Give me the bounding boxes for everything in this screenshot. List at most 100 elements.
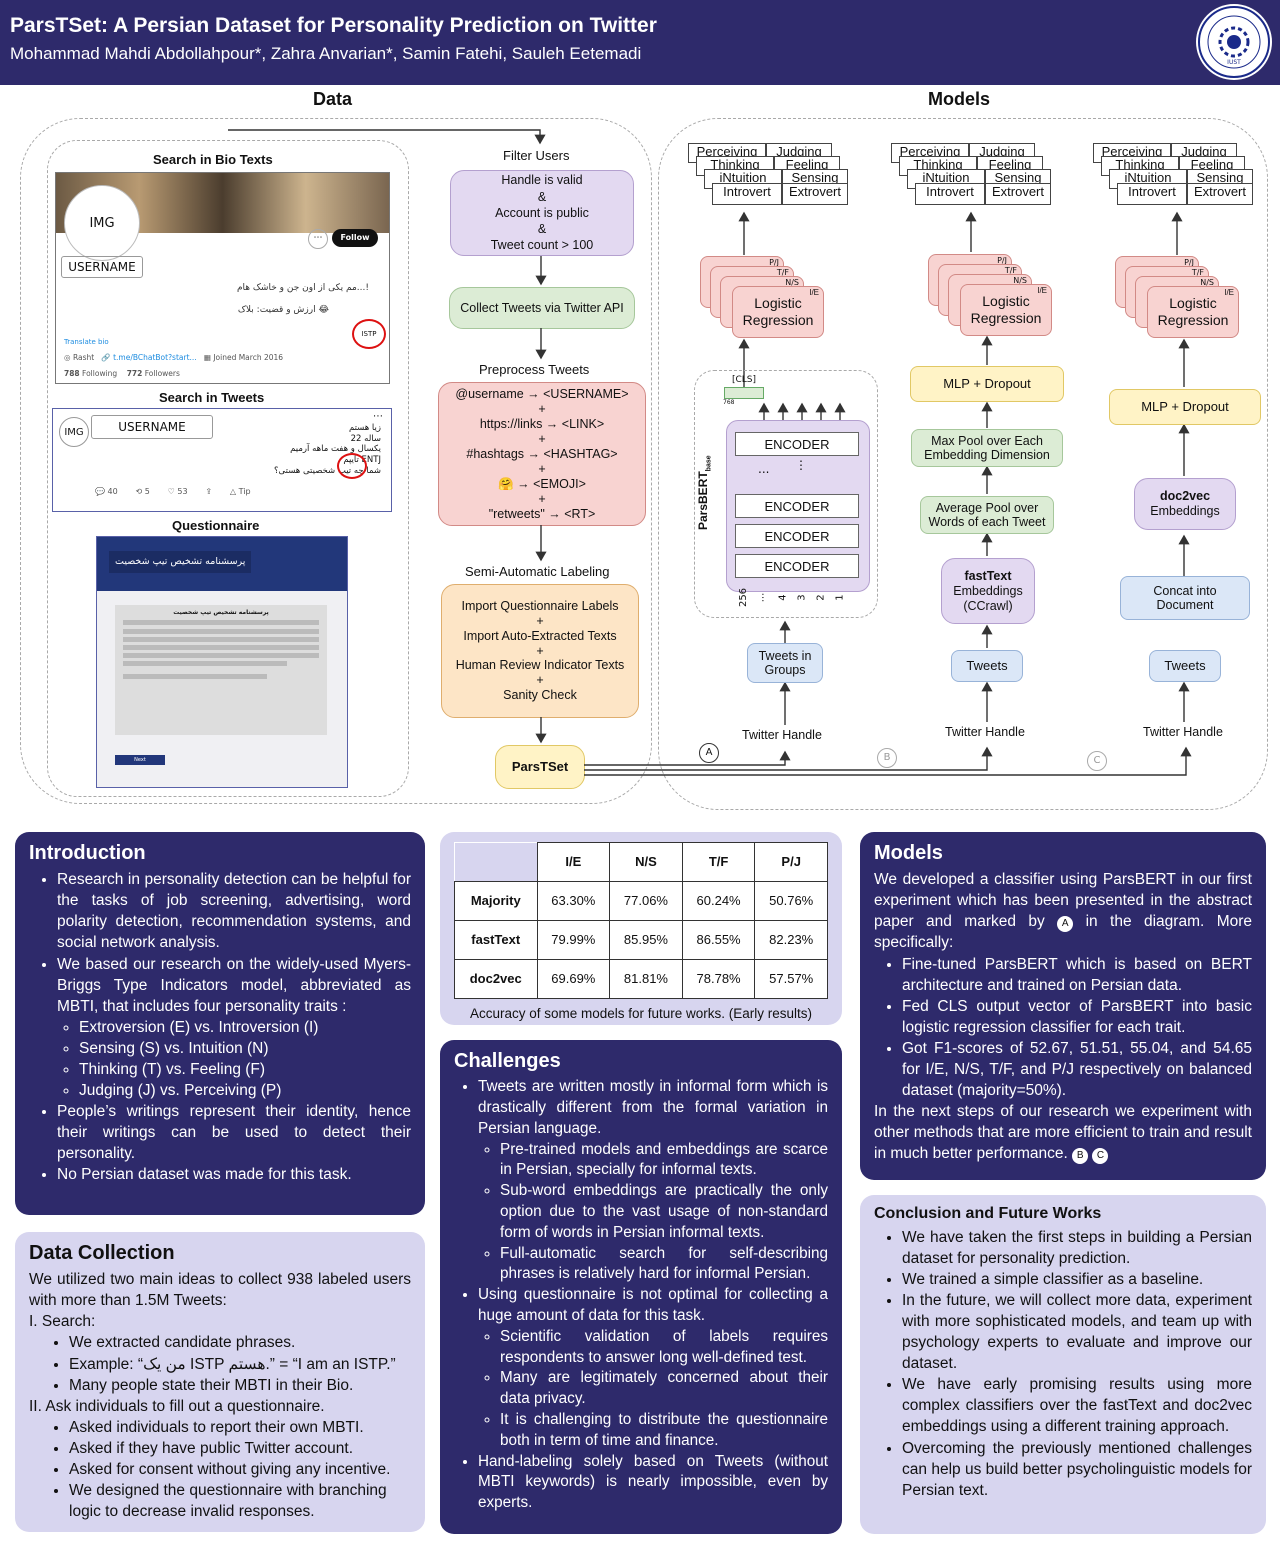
row-label: doc2vec — [454, 959, 538, 999]
marker-a: A — [699, 743, 719, 763]
lr-text-1: Logistic — [754, 295, 802, 312]
table-cell: 79.99% — [536, 920, 611, 960]
more-icon[interactable]: ⋯ — [308, 229, 328, 249]
avgpool-line-2: Words of each Tweet — [928, 515, 1046, 529]
lr-label-ie: I/E — [809, 288, 819, 297]
tip-icon[interactable]: △ — [229, 487, 239, 496]
models-intro-text-2: in the diagram. More specifically: — [874, 913, 1253, 952]
tweets-groups-line-1: Tweets in — [758, 648, 812, 663]
encoder-1: ENCODER — [735, 432, 859, 456]
filter-line-2: & — [537, 189, 547, 204]
like-icon[interactable]: ♡ — [167, 487, 178, 496]
challenge-2-sub-3: It is challenging to distribute the ques… — [500, 1410, 828, 1452]
twitter-handle-a: Twitter Handle — [742, 728, 822, 742]
search-tweets-title: Search in Tweets — [159, 390, 265, 405]
translate-bio-link[interactable]: Translate bio — [64, 338, 109, 346]
models-frame — [658, 118, 1268, 810]
table-cell: 77.06% — [609, 881, 683, 921]
models-section-title: Models — [928, 89, 991, 109]
avgpool-line-1: Average Pool over — [935, 500, 1039, 515]
filter-line-4: & — [537, 222, 547, 237]
questionnaire-body: پرسشنامه تشخیص تیپ شخصیت — [115, 605, 327, 735]
models-outro-text: In the next steps of our research we exp… — [874, 1103, 1252, 1163]
table-header-pj: P/J — [754, 842, 828, 882]
pre-line-2: + — [538, 401, 546, 416]
lr-text-2: Regression — [742, 312, 814, 328]
encoder-3: ENCODER — [735, 524, 859, 548]
location-icon: ◎ — [64, 353, 73, 362]
table-row: Majority 63.30% 77.06% 60.24% 50.76% — [454, 881, 828, 921]
lr-card-ie: I/E Logistic Regression — [1147, 286, 1239, 338]
models-card-title: Models — [874, 842, 943, 864]
marker-b-inline: B — [1072, 1148, 1089, 1165]
trait-jp: Judging (J) vs. Perceiving (P) — [79, 1080, 411, 1101]
intro-bullet-4: No Persian dataset was made for this tas… — [57, 1164, 411, 1185]
questionnaire-next-button[interactable]: Next — [115, 755, 165, 765]
fasttext-line-1: fastText — [964, 568, 1012, 583]
ask-item-1: Asked individuals to report their own MB… — [69, 1417, 411, 1438]
pre-line-4: + — [538, 431, 546, 446]
traits-stack-a: Perceiving Judging Thinking Feeling iNtu… — [688, 143, 848, 209]
trait-sn: Sensing (S) vs. Intuition (N) — [79, 1038, 411, 1059]
follow-button[interactable]: Follow — [332, 229, 378, 247]
search-item-3: Many people state their MBTI in their Bi… — [69, 1375, 411, 1396]
introduction-card: Introduction Research in personality det… — [15, 832, 425, 1215]
poster-title: ParsTSet: A Persian Dataset for Personal… — [10, 14, 657, 37]
tweet-more-icon[interactable]: ⋯ — [373, 411, 383, 422]
table-header-row: I/E N/S T/F P/J — [454, 842, 828, 882]
tweet-username: USERNAME — [91, 415, 213, 439]
trait-tf: Thinking (T) vs. Feeling (F) — [79, 1059, 411, 1080]
conclusion-item-4: We have early promising results using mo… — [902, 1374, 1252, 1437]
marker-b: B — [877, 748, 897, 768]
followers-count: 772 — [126, 369, 143, 378]
profile-link[interactable]: t.me/BChatBot?start... — [113, 353, 197, 362]
conclusion-item-1: We have taken the first steps in buildin… — [902, 1227, 1252, 1269]
models-intro-text: We developed a classifier using ParsBERT… — [874, 871, 1252, 931]
lr-text-2: Regression — [970, 310, 1042, 326]
ask-item-4: We designed the questionnaire with branc… — [69, 1480, 411, 1522]
introduction-title: Introduction — [29, 842, 146, 864]
pre-line-8: + — [538, 491, 546, 506]
tweets-box-b: Tweets — [951, 650, 1023, 682]
marker-c: C — [1087, 751, 1107, 771]
collect-tweets-box: Collect Tweets via Twitter API — [449, 287, 635, 329]
lr-label-ns: N/S — [1200, 278, 1214, 287]
search-item-2: Example: “من یک ISTP هستم.” = “I am an I… — [69, 1354, 411, 1375]
filter-users-title: Filter Users — [503, 148, 570, 163]
table-cell: 86.55% — [681, 920, 756, 960]
poster-header: ParsTSet: A Persian Dataset for Personal… — [0, 0, 1280, 85]
pos-256: 256 — [738, 587, 750, 608]
concat-line-2: Document — [1156, 598, 1214, 612]
tweets-box-c: Tweets — [1149, 650, 1221, 682]
pre-line-5: #hashtags → <HASHTAG> — [466, 446, 618, 461]
lr-label-pj: P/J — [769, 258, 779, 267]
fasttext-line-2: Embeddings — [953, 583, 1023, 598]
lr-label-ie: I/E — [1037, 286, 1047, 295]
retweet-icon[interactable]: ⟲ — [135, 487, 145, 496]
filter-line-1: Handle is valid — [501, 173, 583, 188]
lr-label-pj: P/J — [997, 256, 1007, 265]
challenge-2-sub-1: Scientific validation of labels requires… — [500, 1327, 828, 1369]
fasttext-box: fastText Embeddings (CCrawl) — [941, 558, 1035, 624]
questionnaire-inner-title: پرسشنامه تشخیص تیپ شخصیت — [173, 609, 269, 616]
maxpool-line-1: Max Pool over Each — [931, 433, 1043, 448]
intro-bullet-1: Research in personality detection can be… — [57, 869, 411, 953]
poster-authors: Mohammad Mahdi Abdollahpour*, Zahra Anva… — [10, 44, 642, 63]
lr-label-pj: P/J — [1184, 258, 1194, 267]
label-line-3: Import Auto-Extracted Texts — [463, 628, 617, 643]
tweet-line-2: 22 ساله — [350, 433, 381, 444]
avatar: IMG — [64, 185, 140, 261]
lr-stack-a: P/J T/F N/S I/E Logistic Regression — [700, 256, 830, 338]
encoder-4: ENCODER — [735, 554, 859, 578]
challenge-3: Hand-labeling solely based on Tweets (wi… — [478, 1452, 828, 1514]
cls-dim-label: 768 — [723, 399, 735, 406]
reply-icon[interactable]: 💬 — [95, 487, 108, 496]
table-row: doc2vec 69.69% 81.81% 78.78% 57.57% — [454, 959, 828, 999]
pos-4: 4 — [777, 594, 789, 601]
tweet-line-1: زیا هستم — [348, 423, 381, 433]
challenges-title: Challenges — [454, 1050, 561, 1072]
encoder-2: ENCODER — [735, 494, 859, 518]
share-icon[interactable]: ⇪ — [205, 487, 213, 496]
trait-introvert: Introvert — [1117, 183, 1187, 205]
joined-text: Joined March 2016 — [213, 353, 284, 362]
